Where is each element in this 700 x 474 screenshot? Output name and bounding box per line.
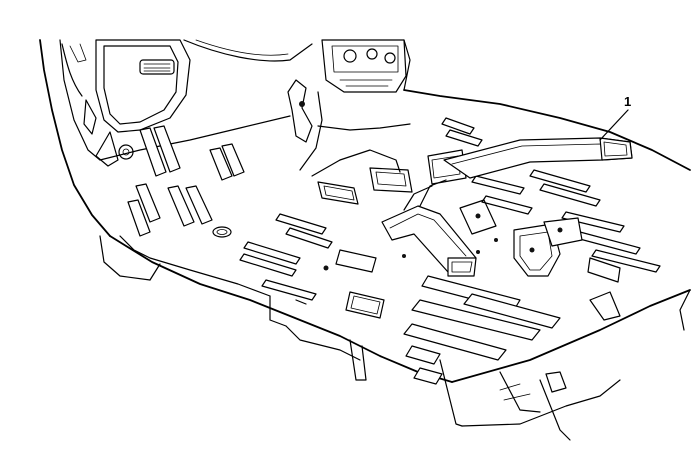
floor-ribs	[127, 117, 661, 385]
rear-air-duct	[311, 137, 633, 277]
callout-1: 1	[599, 94, 631, 141]
floor-brackets	[295, 199, 621, 305]
floor-pan	[99, 89, 691, 441]
instrument-panel	[39, 39, 313, 237]
callout-leader-line	[599, 109, 629, 141]
center-console	[287, 39, 411, 171]
callout-label: 1	[624, 94, 631, 109]
